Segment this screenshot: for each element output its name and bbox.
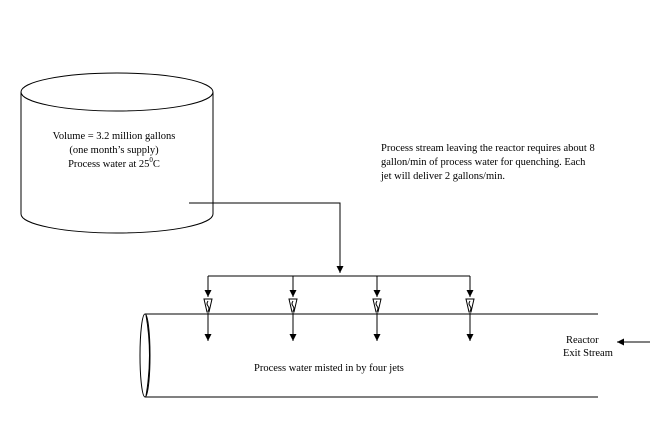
tank-temp-degree: 0 xyxy=(149,156,153,164)
jet-3-spray xyxy=(375,300,379,312)
jet-1 xyxy=(203,276,213,341)
pipe-end-cap xyxy=(139,313,151,398)
pipe-end-cap-inner xyxy=(145,314,150,397)
exit-stream-pipe xyxy=(139,313,598,398)
feed-line-path xyxy=(189,202,344,273)
jet-2-spray xyxy=(291,300,295,312)
jet-1-spray xyxy=(206,300,210,312)
jet-3 xyxy=(372,276,382,341)
quench-note-line-2: gallon/min of process water for quenchin… xyxy=(381,157,586,168)
tank-bottom xyxy=(20,213,214,234)
jet-2-nozzle xyxy=(288,298,298,313)
jet-2 xyxy=(288,276,298,341)
water-storage-tank xyxy=(20,72,214,234)
jets-caption: Process water misted in by four jets xyxy=(254,363,404,374)
reactor-label-line-2: Exit Stream xyxy=(563,348,613,359)
tank-temp-prefix: Process water at 25 xyxy=(68,159,149,170)
jet-4 xyxy=(465,276,475,341)
tank-temperature-text: Process water at 250C xyxy=(68,156,160,170)
jet-4-spray xyxy=(468,300,472,312)
jet-3-nozzle xyxy=(372,298,382,313)
tank-top xyxy=(20,72,214,112)
reactor-label-line-1: Reactor xyxy=(566,335,599,346)
jet-1-nozzle xyxy=(203,298,213,313)
tank-volume-text: Volume = 3.2 million gallons xyxy=(53,131,176,142)
jet-4-nozzle xyxy=(465,298,475,313)
tank-temp-unit: C xyxy=(153,159,160,170)
quench-note-line-1: Process stream leaving the reactor requi… xyxy=(381,143,595,154)
jets-group xyxy=(203,276,475,341)
quench-note-line-3: jet will deliver 2 gallons/min. xyxy=(380,171,505,182)
tank-supply-text: (one month’s supply) xyxy=(69,145,159,156)
feed-line xyxy=(189,202,344,273)
